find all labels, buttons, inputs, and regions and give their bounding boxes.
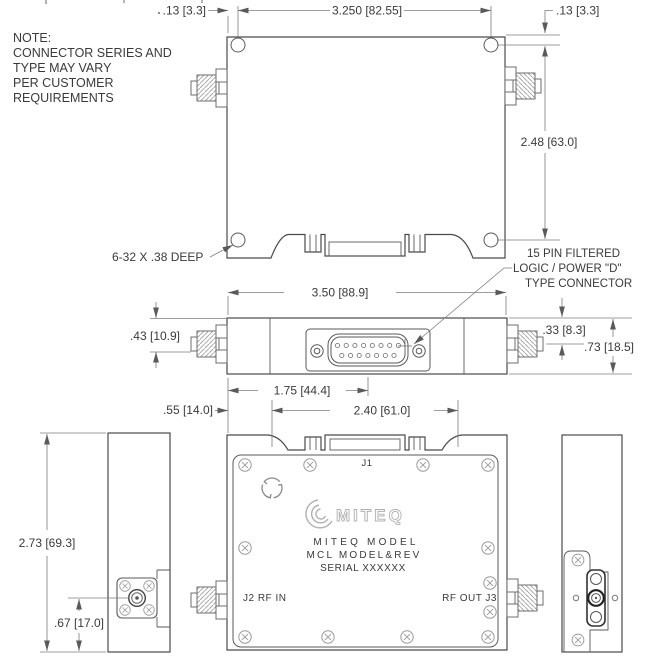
front-view-shroud [309,437,421,451]
top-view-connector-shroud [309,234,421,257]
dim-body-thickness: .73 [18.5] [584,340,634,354]
sma-connector-top-right [504,66,542,106]
sma-connector-j2 [190,580,228,620]
side-view-dimensions: 3.50 [88.9] .43 [10.9] 1.75 [44.4] .33 [… [130,286,634,433]
dim-hole-span-height: 2.48 [63.0] [521,135,578,149]
left-end-boss [156,569,170,628]
dsub-connector [305,328,431,372]
label-j1: J1 [361,458,372,469]
right-end-view [561,434,623,653]
right-end-plate [563,550,609,652]
sma-connector-side-left [190,324,228,364]
mounting-holes [230,37,499,248]
brand-logo: MITEQ [305,499,405,529]
sma-coax-face [127,589,146,608]
cover-plate [232,454,499,648]
label-serial: SERIAL XXXXXX [320,563,406,574]
top-view [190,36,542,259]
top-view-dimensions: .13 [3.3] 3.250 [82.55] .13 [3.3] 2.48 [… [112,4,599,265]
sma-connector-top-left [190,68,228,108]
right-end-screw-top [571,553,585,567]
front-view: MITEQ J1 MITEQ MODEL MCL MODEL&REV SERIA… [190,434,544,651]
logo-text: MITEQ [336,506,405,525]
dim-rf-center-height: .67 [17.0] [54,616,104,630]
crop-marks [45,0,203,14]
label-j2-rf-in: J2 RF IN [243,593,286,604]
esd-symbol [261,477,283,499]
rf-out-flange [572,569,619,627]
dim-hole-span-width: 3.250 [82.55] [332,4,402,18]
sma-connector-side-right [506,324,544,364]
dim-notch-width: 2.40 [61.0] [354,404,411,418]
label-rf-out-j3: RF OUT J3 [442,593,497,604]
note-line-4: PER CUSTOMER [13,76,113,90]
side-view [190,317,544,375]
note-line-2: CONNECTOR SERIES AND [13,46,172,60]
dim-sma-height: .43 [10.9] [130,329,180,343]
dim-notch-offset: .55 [14.0] [163,403,213,417]
sma-connector-j3 [506,578,544,618]
logo-emblem [305,499,333,529]
note-line-3: TYPE MAY VARY [13,61,112,75]
dim-hole-offset-left: .13 [3.3] [163,4,206,18]
dim-sma-center-from-top: .33 [8.3] [542,323,585,337]
left-end-view [107,432,171,653]
dim-dsub-center: 1.75 [44.4] [274,384,331,398]
dim-hole-offset-right: .13 [3.3] [556,4,599,18]
callout-tap-hole: 6-32 X .38 DEEP [112,250,203,264]
top-view-body [226,36,506,259]
callout-dsub-line-2: LOGIC / POWER "D" [513,263,621,275]
callout-dsub-line-1: 15 PIN FILTERED [527,248,620,260]
left-end-body [107,432,171,653]
dim-body-height: 2.73 [69.3] [19,536,76,550]
note-block: NOTE: CONNECTOR SERIES AND TYPE MAY VARY… [13,31,172,105]
left-end-dimensions: 2.73 [69.3] .67 [17.0] [19,432,130,653]
right-end-screw-bottom [571,633,585,647]
note-line-1: NOTE: [13,31,51,45]
dsub-callout: 15 PIN FILTERED LOGIC / POWER "D" TYPE C… [413,248,632,345]
note-line-5: REQUIREMENTS [13,91,114,105]
dim-body-width: 3.50 [88.9] [312,286,369,300]
label-model-line-2: MCL MODEL&REV [307,550,422,561]
callout-dsub-line-3: TYPE CONNECTOR [525,278,632,290]
label-model-line-1: MITEQ MODEL [313,537,418,548]
front-view-dimensions: .55 [14.0] 2.40 [61.0] [163,400,459,447]
